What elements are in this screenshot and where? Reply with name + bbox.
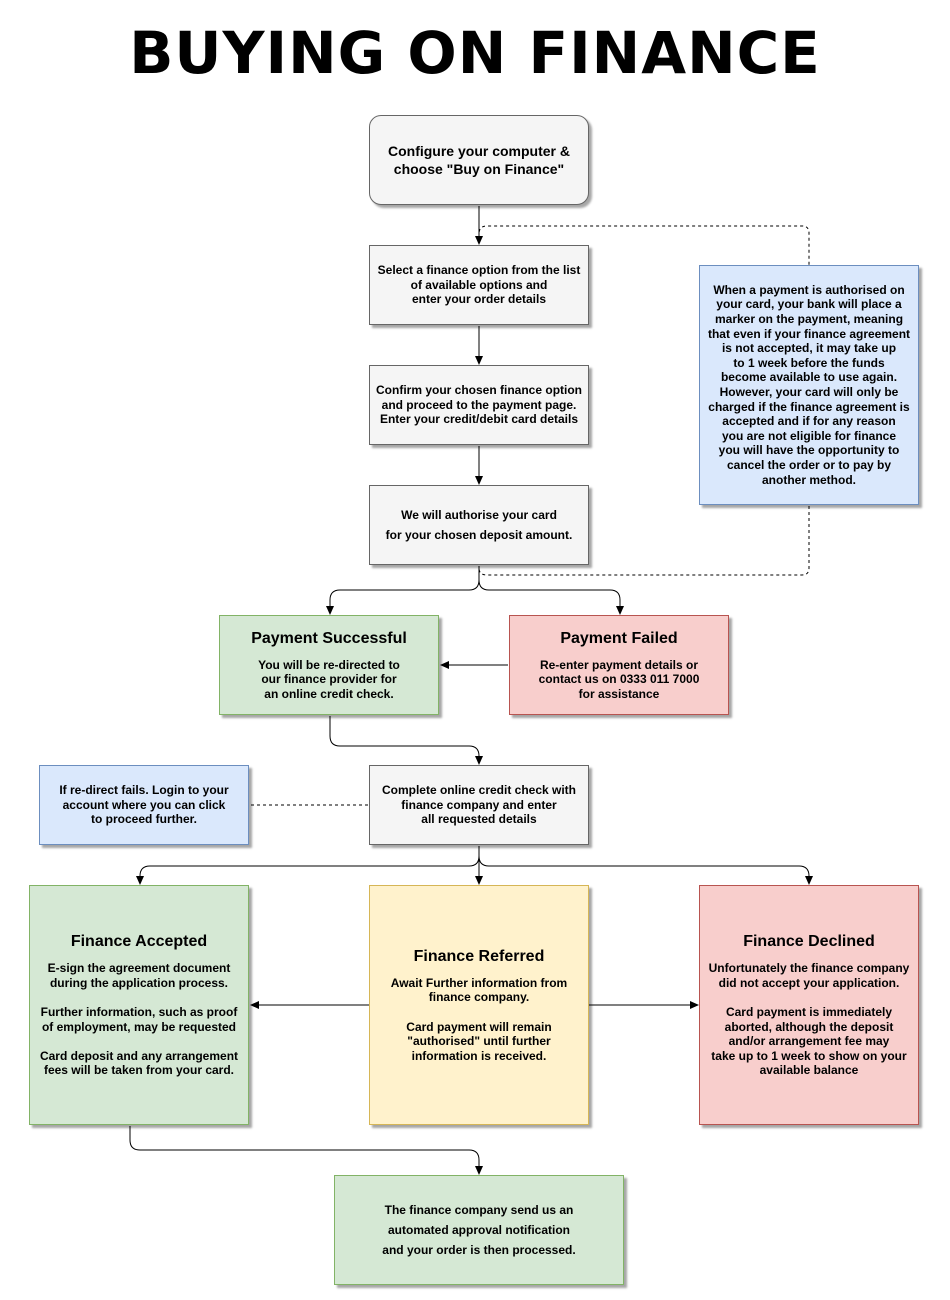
- redirect-note: If re-direct fails. Login to your accoun…: [39, 765, 249, 845]
- finance-declined-body: Unfortunately the finance company did no…: [708, 961, 910, 1078]
- step-credit-check-text: Complete online credit check with financ…: [381, 783, 577, 827]
- finance-referred-body: Await Further information from finance c…: [390, 975, 568, 1063]
- arrow-creditcheck-to-accepted: [136, 846, 480, 885]
- payment-successful-body: You will be re-directed to our finance p…: [258, 657, 400, 701]
- arrow-authorise-to-failed: [478, 566, 624, 615]
- arrow-creditcheck-to-declined: [478, 846, 813, 885]
- step-confirm-option: Confirm your chosen finance option and p…: [369, 365, 589, 445]
- finance-declined-box: Finance Declined Unfortunately the finan…: [699, 885, 919, 1125]
- payment-successful-heading: Payment Successful: [251, 629, 407, 647]
- step-confirm-option-text: Confirm your chosen finance option and p…: [376, 383, 583, 427]
- step-configure-text: Configure your computer & choose "Buy on…: [387, 143, 570, 177]
- step-credit-check: Complete online credit check with financ…: [369, 765, 589, 845]
- finance-declined-heading: Finance Declined: [743, 933, 875, 951]
- finance-accepted-box: Finance Accepted E-sign the agreement do…: [29, 885, 249, 1125]
- payment-successful-box: Payment Successful You will be re-direct…: [219, 615, 439, 715]
- payment-failed-heading: Payment Failed: [560, 629, 678, 647]
- dashed-note-link: [478, 225, 810, 576]
- payment-failed-body: Re-enter payment details or contact us o…: [538, 657, 700, 701]
- authorisation-note: When a payment is authorised on your car…: [699, 265, 919, 505]
- arrow-authorise-to-success: [326, 566, 480, 615]
- step-final: The finance company send us an automated…: [334, 1175, 624, 1285]
- arrow-success-to-creditcheck: [329, 716, 483, 765]
- finance-referred-box: Finance Referred Await Further informati…: [369, 885, 589, 1125]
- arrow-accepted-to-final: [129, 1126, 483, 1175]
- step-authorise-text: We will authorise your card for your cho…: [385, 508, 573, 542]
- redirect-note-text: If re-direct fails. Login to your accoun…: [59, 783, 229, 827]
- finance-accepted-heading: Finance Accepted: [70, 933, 208, 951]
- page-title: BUYING ON FINANCE: [129, 19, 821, 87]
- step-configure: Configure your computer & choose "Buy on…: [369, 115, 589, 205]
- step-authorise: We will authorise your card for your cho…: [369, 485, 589, 565]
- step-select-option-text: Select a finance option from the list of…: [377, 263, 581, 307]
- step-final-text: The finance company send us an automated…: [382, 1203, 576, 1257]
- step-select-option: Select a finance option from the list of…: [369, 245, 589, 325]
- authorisation-note-text: When a payment is authorised on your car…: [707, 282, 911, 487]
- payment-failed-box: Payment Failed Re-enter payment details …: [509, 615, 729, 715]
- finance-accepted-body: E-sign the agreement document during the…: [39, 961, 239, 1078]
- finance-referred-heading: Finance Referred: [413, 947, 545, 965]
